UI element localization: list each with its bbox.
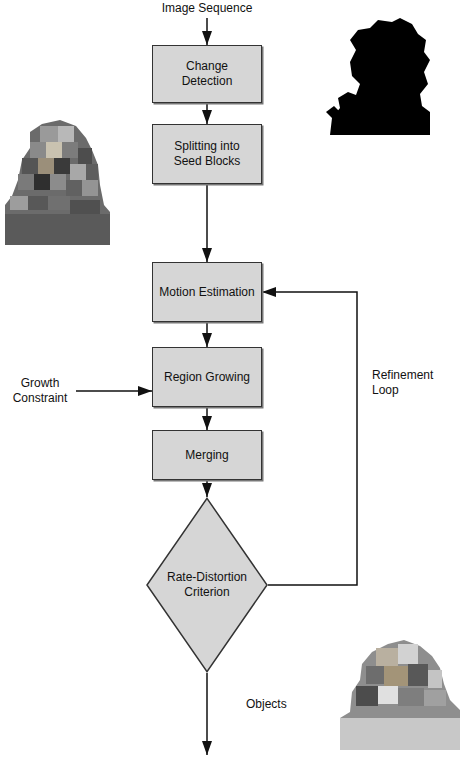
process-box: Merging [152,430,262,480]
flow-arrow [206,407,208,430]
node-text: Change Detection [153,59,261,89]
process-box: Motion Estimation [152,262,262,322]
input-arrow [206,18,208,45]
output-arrow [206,673,208,755]
node-text: Rate-Distortion Criterion [166,570,248,600]
node-text: Region Growing [158,370,256,385]
flow-arrow [262,292,357,585]
flow-arrow [206,480,208,497]
constraint-label: Growth Constraint [6,376,74,406]
node-text: Merging [179,448,234,463]
change-mask-image [326,18,430,135]
process-box: Change Detection [152,45,262,103]
process-box: Splitting into Seed Blocks [152,124,262,184]
decision-diamond: Rate-Distortion Criterion [146,497,268,673]
node-text: Splitting into Seed Blocks [153,139,261,169]
constraint-arrow [76,390,152,392]
edge-label: Refinement Loop [372,368,446,398]
node-text: Motion Estimation [153,285,260,300]
objects-image [340,640,460,750]
flow-arrow [206,103,208,124]
input-label: Image Sequence [147,1,267,16]
flow-arrow [206,184,208,262]
flow-arrow [206,322,208,347]
process-box: Region Growing [152,347,262,407]
output-label: Objects [246,697,306,712]
seed-blocks-image [5,120,110,245]
